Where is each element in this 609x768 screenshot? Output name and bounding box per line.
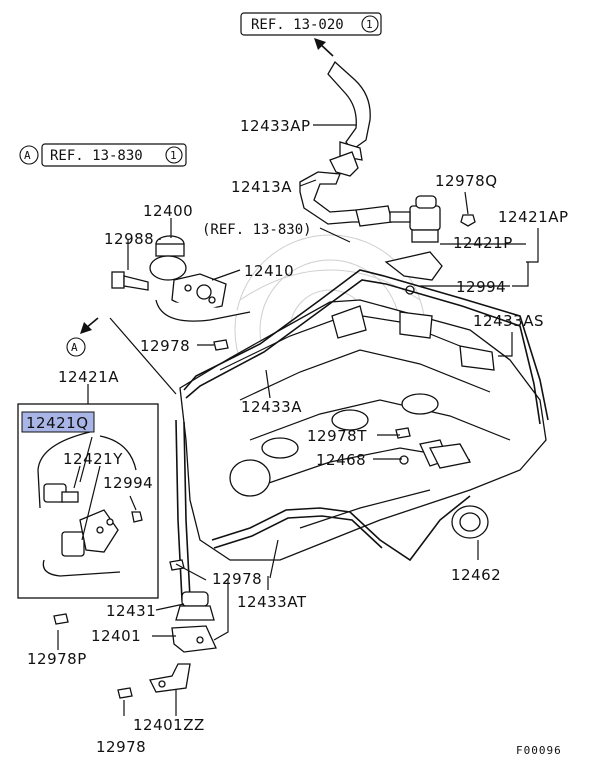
label-12413a[interactable]: 12413A <box>231 178 292 196</box>
label-12978-bottom[interactable]: 12978 <box>96 738 146 756</box>
intake-manifold <box>179 299 547 561</box>
ref-13-830-left[interactable]: A REF. 13-830 1 <box>19 143 187 167</box>
label-12994-top[interactable]: 12994 <box>456 278 506 296</box>
figure-code: F00096 <box>516 744 562 757</box>
label-12978q[interactable]: 12978Q <box>435 172 498 190</box>
marker-a-lower: A <box>71 341 79 354</box>
label-12433ap[interactable]: 12433AP <box>240 117 311 135</box>
ref-13-020-circle: 1 <box>366 18 374 31</box>
label-12421y[interactable]: 12421Y <box>63 450 123 468</box>
bracket-12401zz <box>149 663 191 693</box>
label-12400[interactable]: 12400 <box>143 202 193 220</box>
bracket-12401 <box>171 625 217 653</box>
leader-ref-middle <box>319 227 351 243</box>
label-12978-low[interactable]: 12978 <box>212 570 262 588</box>
egr-valve-12400 <box>149 235 227 313</box>
label-12410[interactable]: 12410 <box>244 262 294 280</box>
bolt-12978-mid <box>213 339 229 351</box>
marker-a-left: A <box>24 149 32 162</box>
arrow-marker-a <box>80 317 99 334</box>
ref-13-830-text: REF. 13-830 <box>50 148 143 164</box>
ref-13-020-text: REF. 13-020 <box>251 17 344 33</box>
pipe-12413a <box>299 171 393 227</box>
leader-lines <box>57 124 539 716</box>
bolt-12978q <box>460 214 476 227</box>
egr-hose <box>155 299 251 322</box>
bolt-12988 <box>111 271 149 291</box>
sensor-12468 <box>399 443 472 469</box>
label-12462[interactable]: 12462 <box>451 566 501 584</box>
label-12421ap[interactable]: 12421AP <box>498 208 569 226</box>
label-12433a[interactable]: 12433A <box>241 398 302 416</box>
solenoid-12421p <box>389 195 441 243</box>
label-12421q[interactable]: 12421Q <box>26 414 89 432</box>
label-12994-box[interactable]: 12994 <box>103 474 153 492</box>
pipe-12433at <box>211 495 471 562</box>
part-labels: 12433AP 12413A 12978Q 12421AP 12400 1298… <box>26 117 569 756</box>
label-12468[interactable]: 12468 <box>316 451 366 469</box>
bolt-12978p <box>53 613 69 625</box>
label-12431[interactable]: 12431 <box>106 602 156 620</box>
bolt-12978t <box>395 427 411 439</box>
label-12401zz[interactable]: 12401ZZ <box>133 716 205 734</box>
label-12978p[interactable]: 12978P <box>27 650 87 668</box>
ref-13-020[interactable]: REF. 13-020 1 <box>240 12 382 36</box>
label-12433as[interactable]: 12433AS <box>473 312 544 330</box>
inset-box-12421a <box>17 403 159 599</box>
hose-12433ap <box>327 60 371 177</box>
label-12421a[interactable]: 12421A <box>58 368 119 386</box>
ref-13-830-middle: (REF. 13-830) <box>202 222 312 238</box>
label-12421p[interactable]: 12421P <box>453 234 513 252</box>
arrow-ref-top <box>314 38 334 57</box>
ref-13-830-circle: 1 <box>170 149 178 162</box>
label-12978-mid[interactable]: 12978 <box>140 337 190 355</box>
label-12433at[interactable]: 12433AT <box>237 593 307 611</box>
label-12978t[interactable]: 12978T <box>307 427 367 445</box>
label-12401[interactable]: 12401 <box>91 627 141 645</box>
valve-12431 <box>175 591 215 621</box>
bolt-12978-bottom <box>117 687 133 699</box>
bracket-12421ap <box>384 251 443 295</box>
marker-a-lower-circle <box>66 337 86 357</box>
highlight-box-12421q <box>21 411 95 433</box>
label-12988[interactable]: 12988 <box>104 230 154 248</box>
